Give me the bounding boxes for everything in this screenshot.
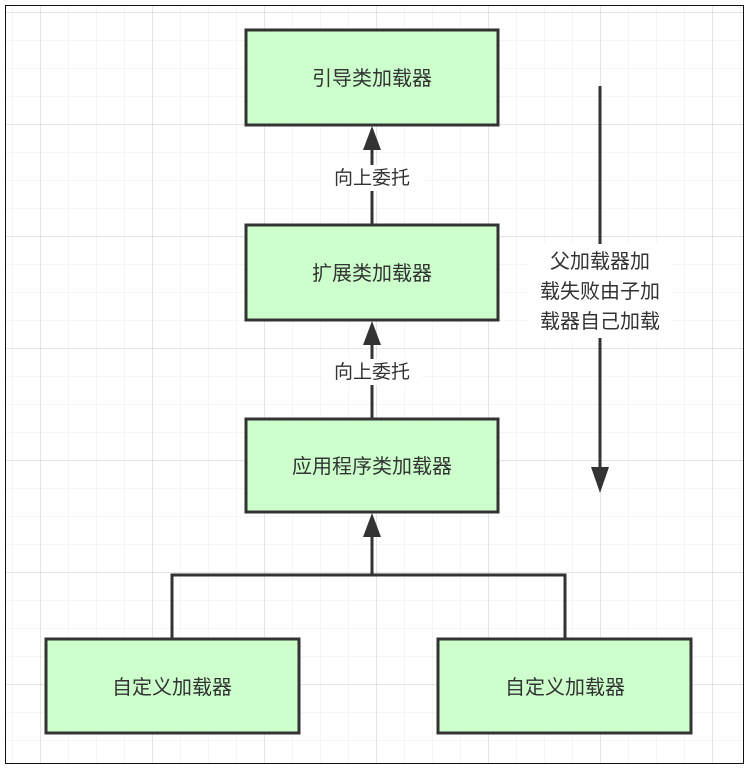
node-box [244,223,500,322]
node-box [244,28,500,127]
node-label: 自定义加载器 [505,675,625,699]
arrowhead-icon [363,321,381,345]
node-custom-loader-2: 自定义加载器 [436,637,693,735]
note-line-1: 父加载器加 [550,249,650,273]
edge-application-to-extension: 向上委托 [322,321,422,419]
note-line-2: 载失败由子加 [540,279,660,303]
node-label: 引导类加载器 [312,66,432,90]
node-label: 应用程序类加载器 [292,454,452,478]
edge-extension-to-bootstrap: 向上委托 [322,126,422,225]
arrowhead-icon [363,513,381,537]
node-application-loader: 应用程序类加载器 [244,417,500,514]
node-extension-loader: 扩展类加载器 [244,223,500,322]
edge-label-background [322,165,422,191]
arrow-down-icon [591,467,609,493]
note-background [528,244,672,338]
edge-bracket-line [170,573,567,639]
node-label: 扩展类加载器 [312,261,432,285]
note-line-3: 载器自己加载 [540,309,660,333]
node-bootstrap-loader: 引导类加载器 [244,28,500,127]
edge-label-background [322,359,422,385]
edge-label-delegate-up: 向上委托 [334,167,410,189]
edge-label-delegate-up: 向上委托 [334,361,410,383]
node-custom-loader-1: 自定义加载器 [44,637,301,735]
node-box [244,417,500,514]
node-box [44,637,301,735]
arrowhead-icon [363,126,381,150]
fallback-note: 父加载器加 载失败由子加 载器自己加载 [528,86,672,493]
node-label: 自定义加载器 [112,675,232,699]
edge-custom-to-application [170,513,567,639]
node-box [436,637,693,735]
